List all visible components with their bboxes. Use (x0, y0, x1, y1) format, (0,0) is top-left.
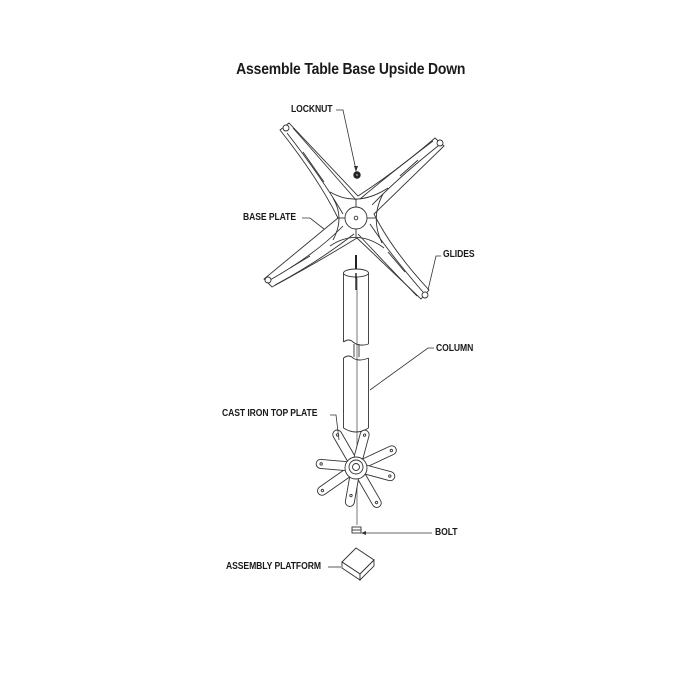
column (343, 268, 369, 433)
leader-lines (302, 109, 441, 568)
cast-iron-top-plate (315, 429, 397, 508)
base-plate (263, 122, 445, 300)
label-bolt: BOLT (435, 527, 458, 538)
label-column: COLUMN (436, 343, 474, 354)
bolt (351, 526, 362, 534)
diagram-title: Assemble Table Base Upside Down (236, 61, 466, 78)
label-locknut: LOCKNUT (291, 104, 333, 115)
label-assembly-platform: ASSEMBLY PLATFORM (226, 561, 321, 572)
label-base-plate: BASE PLATE (243, 212, 296, 223)
assembly-platform (341, 547, 375, 582)
label-cast-iron-top-plate: CAST IRON TOP PLATE (222, 408, 318, 419)
glides (264, 124, 444, 299)
label-glides: GLIDES (443, 249, 475, 260)
locknut (353, 171, 361, 179)
